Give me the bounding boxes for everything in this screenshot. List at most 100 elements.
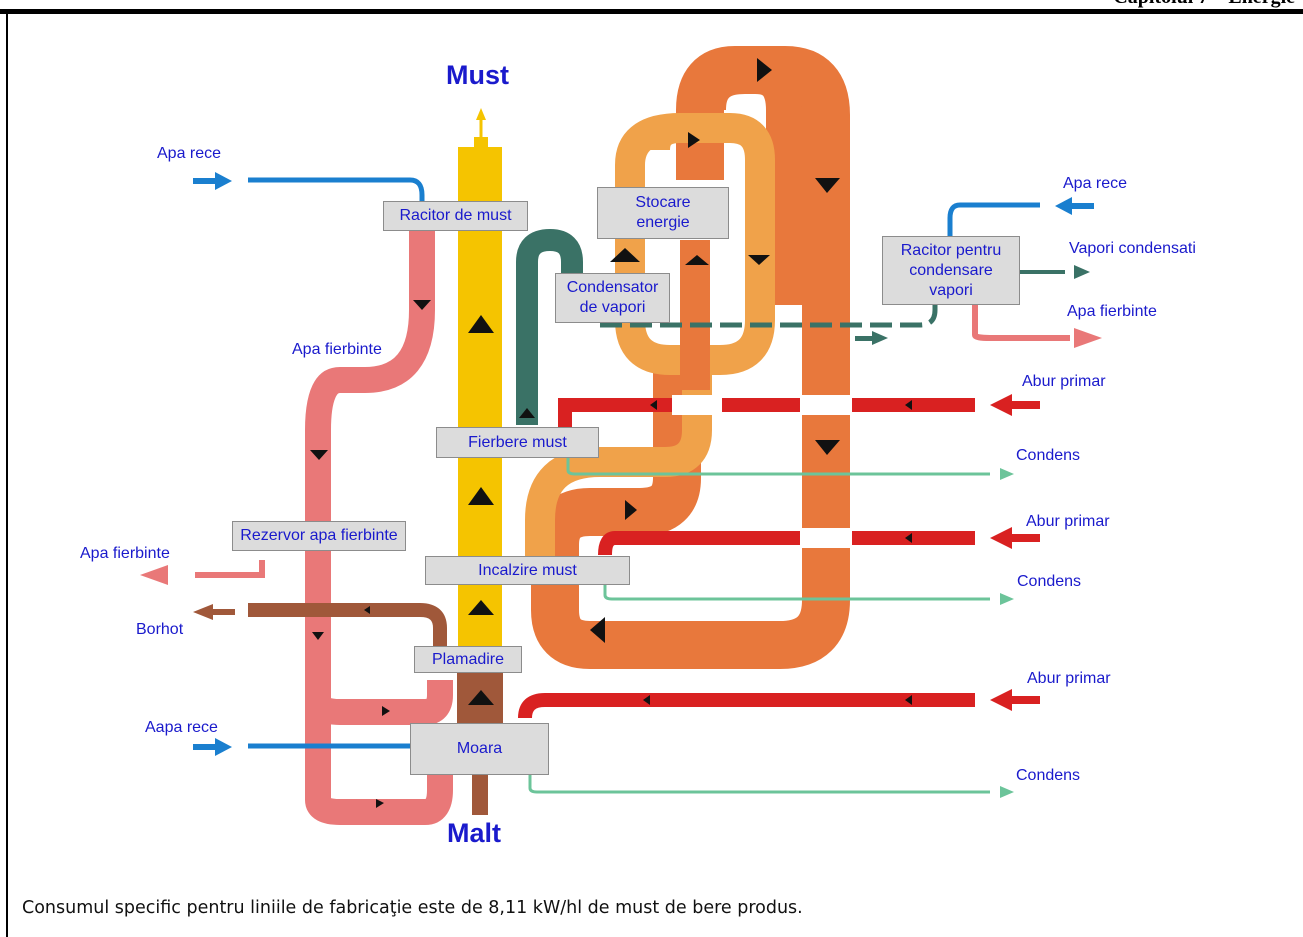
cold-arrow-1 [215,172,232,190]
loop-right-mid [625,500,637,520]
cold-water-arrows [193,172,1094,756]
malt-up [468,690,494,705]
steam-arrow-3 [990,689,1012,711]
header-rule [0,9,1303,14]
condensate-line-1 [566,458,990,476]
steam-arrows [990,394,1040,711]
label-apa-rece-right: Apa rece [1063,175,1128,192]
steam-left-1 [650,400,657,410]
label-condens-2: Condens [1017,573,1082,590]
box-racitor-must: Racitor de must [383,201,528,231]
direction-markers [310,58,912,808]
must-up-1 [468,315,494,333]
storage-loop-path [615,113,775,375]
must-up-2 [468,487,494,505]
storage-right [688,132,700,148]
label-vapori-condensati: Vapori condensati [1069,240,1196,257]
cold-arrow-3-stem [193,744,217,750]
vapor-lines [516,228,1065,425]
label-condens-3: Condens [1016,767,1081,784]
cold-water-right [947,202,1040,238]
label-apa-fierbinte-right: Apa fierbinte [1067,303,1157,320]
hot-down-2 [310,450,328,460]
steam-left-4 [643,695,650,705]
energy-loop-outer-main [531,46,850,669]
cold-arrow-2 [1055,197,1072,215]
steam-left-3 [905,533,912,543]
label-abur-primar-1: Abur primar [1022,373,1106,390]
steam-arrow-1-stem [1010,401,1040,409]
spent-grain-line [248,603,447,660]
steam-arrow-2 [990,527,1012,549]
vapor-mid-arrow-stem [855,336,873,341]
borhot-arrow [193,604,213,620]
cold-arrow-2-stem [1070,203,1094,209]
loop-left-bottom [590,617,605,643]
condensate-arrows [1000,468,1014,798]
vapor-mid-arrow [872,331,888,345]
steam-arrow-1 [990,394,1012,416]
condensate-lines [528,458,990,794]
hot-down-3 [312,632,324,640]
label-abur-primar-3: Abur primar [1027,670,1111,687]
borhot-path [248,603,447,660]
box-racitor-vapori: Racitor pentru condensare vapori [882,236,1020,305]
vapor-up [519,408,535,418]
box-fierbere-must: Fierbere must [436,427,599,458]
caption-text: Consumul specific pentru liniile de fabr… [22,898,803,918]
label-aapa-rece: Aapa rece [145,719,218,736]
wort-column-top [474,137,488,217]
label-borhot: Borhot [136,621,184,638]
hot-water-out-left [195,560,265,578]
energy-loop-outer [531,46,850,669]
storage-loop-down [525,360,712,560]
condensate-line-3 [528,775,990,794]
box-incalzire-must: Incalzire must [425,556,630,585]
wort-arrow-top [476,108,486,120]
label-malt: Malt [447,818,501,848]
malt-column-stem [472,770,488,815]
chapter-header: Capitolul 7 – Energie [1113,0,1295,9]
hot-water-out-right [972,305,1070,341]
condensate-arrow-1 [1000,468,1014,480]
hot-water-main [305,225,453,825]
cold-arrow-3 [215,738,232,756]
hot-water-arrow-right [1074,328,1102,348]
box-stocare-energie: Stocare energie [597,187,729,239]
label-apa-fierbinte-left: Apa fierbinte [80,545,170,562]
steam-arrow-3-stem [1010,696,1040,704]
hot-water-arrow-left [140,565,168,585]
storage-down [748,255,770,265]
steam-arrow-2-stem [1010,534,1040,542]
cold-water-lines [248,177,1040,749]
frame-left-border [6,14,8,937]
vapor-to-cooler [600,305,938,328]
loop-right-top [757,58,772,82]
steam-gaps [672,395,852,548]
label-abur-primar-2: Abur primar [1026,513,1110,530]
borhot-left [364,606,370,614]
box-plamadire: Plamadire [414,646,522,673]
hot-right-2 [376,799,384,808]
label-condens-1: Condens [1016,447,1081,464]
loop-down-2 [815,440,840,455]
steam-line-1 [557,398,975,432]
borhot-arrow-stem [213,609,235,615]
condensate-arrow-3 [1000,786,1014,798]
steam-line-2 [598,531,975,556]
steam-left-5 [905,695,912,705]
vapor-riser [516,228,583,425]
box-condensator-vapori: Condensator de vapori [555,273,670,323]
condensate-line-2 [603,584,990,601]
steam-line-3 [518,693,975,719]
must-up-3 [468,600,494,615]
cold-water-top-left [248,177,425,205]
hot-down-1 [413,300,431,310]
hot-right-1 [382,706,390,716]
label-apa-fierbinte-mid: Apa fierbinte [292,341,382,358]
label-apa-rece-left: Apa rece [157,145,222,162]
box-rezervor-apa: Rezervor apa fierbinte [232,521,406,551]
loop-down-1 [815,178,840,193]
vapor-out-arrow [1074,265,1090,279]
